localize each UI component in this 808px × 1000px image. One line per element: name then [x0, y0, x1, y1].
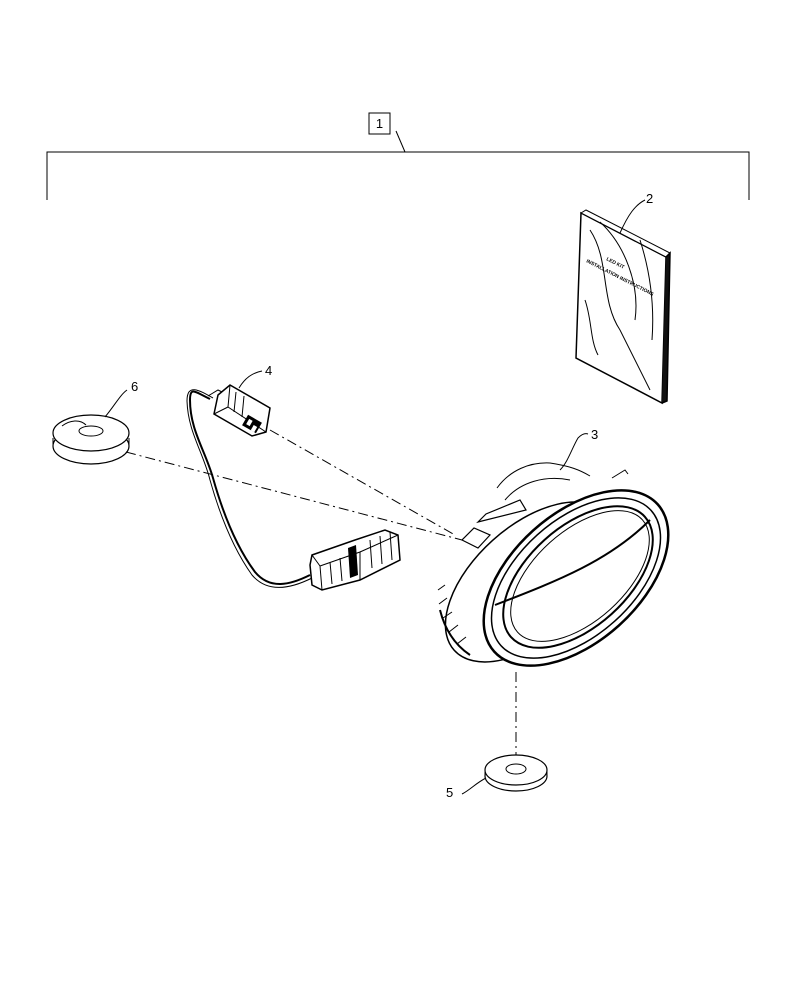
wire-harness: 4: [186, 363, 401, 591]
centerline-connector: [269, 429, 456, 536]
booklet-callout-number: 2: [646, 191, 653, 206]
kit-callout-box: [368, 112, 391, 135]
harness-callout-number: 4: [265, 363, 272, 378]
harness-connector-top: [213, 384, 271, 437]
grommet: 6: [52, 379, 138, 465]
kit-bracket: 1: [46, 112, 750, 200]
washer: 5: [446, 754, 548, 800]
light-callout-number: 3: [591, 427, 598, 442]
kit-callout-number: 1: [376, 116, 383, 131]
harness-connector-bottom: [309, 529, 401, 591]
oval-light: 3: [437, 427, 670, 667]
instruction-booklet: LED KIT INSTALLATION INSTRUCTIONS 2: [575, 191, 671, 405]
washer-callout-number: 5: [446, 785, 453, 800]
centerline-grommet: [125, 451, 463, 541]
grommet-callout-number: 6: [131, 379, 138, 394]
